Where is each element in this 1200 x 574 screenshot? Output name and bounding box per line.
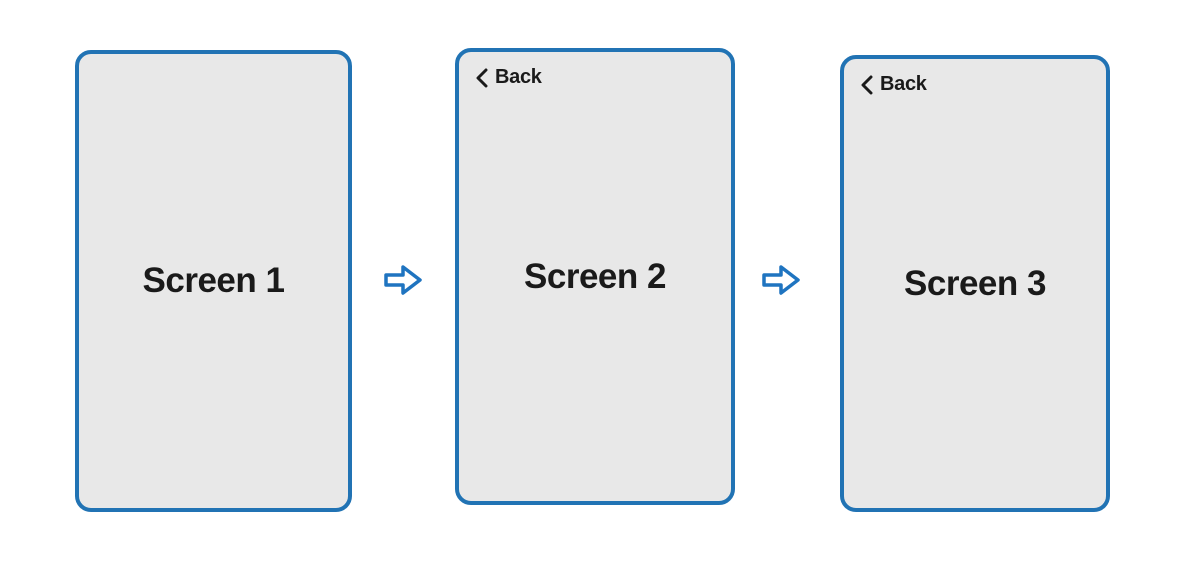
back-button[interactable]: Back <box>475 66 542 89</box>
back-button-label: Back <box>880 73 927 95</box>
screen-3: Back Screen 3 <box>840 55 1110 512</box>
screen-2: Back Screen 2 <box>455 48 735 505</box>
right-arrow-icon <box>762 265 800 295</box>
back-button-label: Back <box>495 66 542 88</box>
screen-1: Screen 1 <box>75 50 352 512</box>
chevron-left-icon <box>860 75 873 95</box>
screen-2-label: Screen 2 <box>524 256 666 296</box>
screen-1-label: Screen 1 <box>142 261 285 300</box>
right-arrow-icon <box>384 265 422 295</box>
back-button[interactable]: Back <box>860 73 927 96</box>
screen-3-label: Screen 3 <box>904 263 1046 303</box>
chevron-left-icon <box>475 68 488 88</box>
